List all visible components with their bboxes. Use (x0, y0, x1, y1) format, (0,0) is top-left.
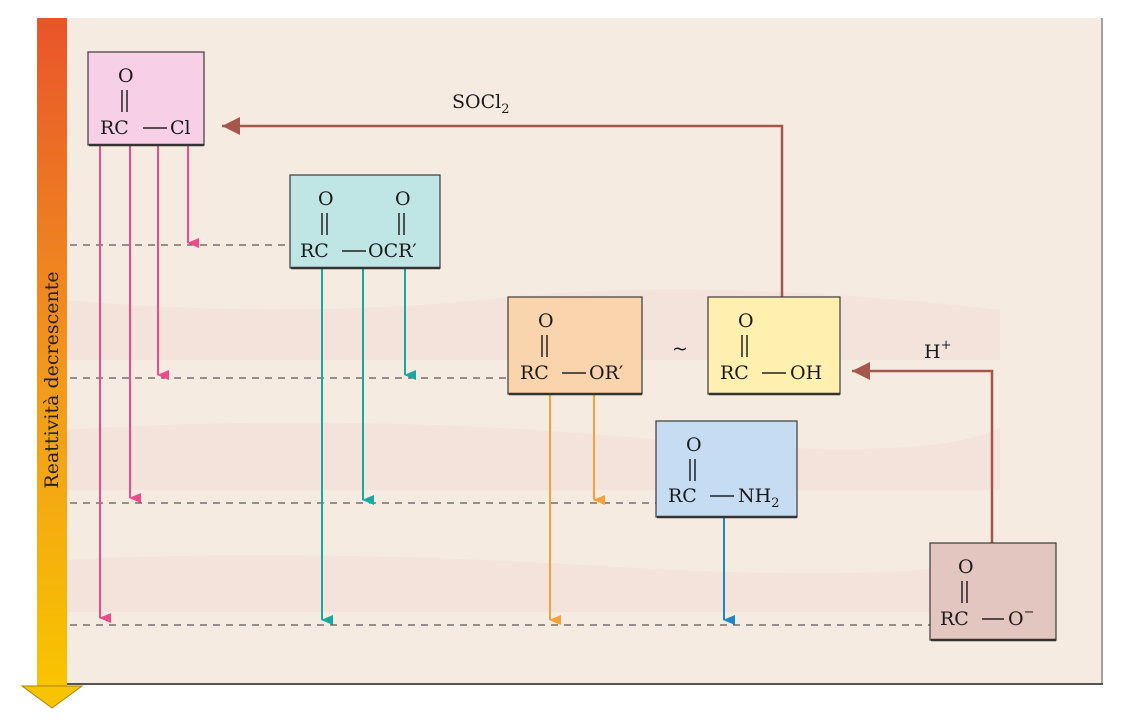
carboxylate-group: O− (1008, 605, 1034, 630)
reagent-socl2: SOCl2 (452, 91, 510, 117)
acyl-chloride-rc: RC (100, 117, 129, 139)
shade-band-3 (62, 555, 1000, 612)
anhydride-rc: RC (300, 240, 329, 262)
compound-carboxylic-acid: O RC OH (707, 296, 841, 396)
compound-amide: O RC NH2 (655, 420, 798, 519)
compound-carboxylate: O RC O− (929, 542, 1057, 642)
acyl-chloride-oxygen: O (118, 65, 134, 87)
carboxylic-acid-rc: RC (720, 362, 749, 384)
carboxylic-acid-oxygen: O (738, 310, 754, 332)
arrow-h-plus (852, 369, 994, 543)
anhydride-oxygen-1: O (318, 188, 334, 210)
amide-oxygen: O (686, 434, 702, 456)
compound-anhydride: O O RC OCR′ (289, 174, 441, 270)
carboxylate-rc: RC (940, 608, 969, 630)
reactivity-arrow-bar (37, 18, 67, 686)
carboxylate-oxygen: O (958, 556, 974, 578)
arrow-socl2 (222, 124, 784, 297)
arrow-h-plus-head (852, 362, 870, 380)
arrow-socl2-head (222, 117, 240, 135)
reactivity-label: Reattività decrescente (41, 271, 63, 488)
reactivity-arrow-head (20, 685, 84, 709)
amide-rc: RC (668, 485, 697, 507)
anhydride-oxygen-2: O (395, 188, 411, 210)
approx-symbol: ~ (672, 338, 688, 360)
ester-rc: RC (520, 362, 549, 384)
compound-acyl-chloride: O RC Cl (87, 51, 205, 147)
reagent-h-plus: H+ (924, 338, 951, 363)
carboxylic-acid-group: OH (790, 362, 822, 384)
amide-group: NH2 (738, 485, 779, 511)
acyl-chloride-group: Cl (170, 117, 191, 139)
ester-oxygen: O (538, 310, 554, 332)
compound-ester: O RC OR′ (507, 296, 643, 396)
ester-group: OR′ (589, 362, 623, 384)
anhydride-group: OCR′ (368, 240, 417, 262)
